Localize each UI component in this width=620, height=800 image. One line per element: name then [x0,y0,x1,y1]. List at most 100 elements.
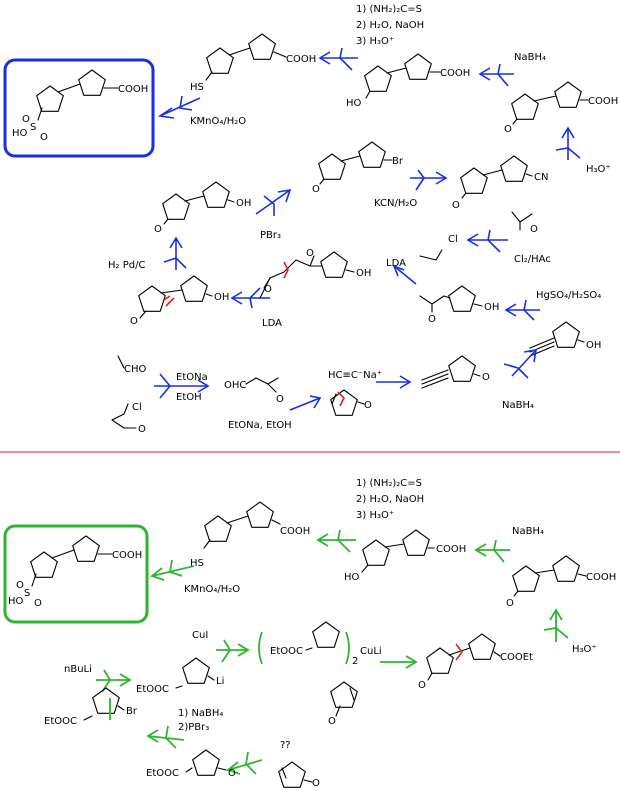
organolithium-etooc-2: EtOOC [136,684,169,695]
arrow-cl2hac-1 [466,229,508,253]
reagent-acetylide-1: HC≡C⁻Na⁺ [328,370,382,381]
chloroacetone-bottom-o-1: O [138,424,146,435]
methylketone-oh-1: OH [484,302,499,313]
bromide-br-1: Br [392,156,404,167]
arrow-h3o-1 [555,126,581,160]
alcohol-ho-1: HO [346,98,362,109]
cuprate-culi-2: CuLi [360,646,382,657]
enone-molecule-1: OH O [130,275,229,327]
ketoester2-o-2: O [228,768,236,779]
reagent-pbr3-1: PBr₃ [260,230,281,241]
arrow-oxidation-1 [157,95,201,119]
arrow-h3o-2 [543,608,569,642]
bromoester-molecule-2: EtOOC Br [44,687,138,727]
reagent-nabh4-top-1: NaBH₄ [514,52,546,63]
chloroacetone-top-molecule-1: O Cl [419,211,538,261]
sat-alcohol-o-1: O [154,224,162,235]
organolithium-molecule-2: EtOOC Li [136,657,224,695]
sulfonic-o1-2: O [16,580,24,591]
reagent-etona-etoh-1: EtONa, EtOH [228,420,292,431]
arrow-nabh4-2 [474,539,510,563]
alkyne-ketone-o-1: O [482,372,490,383]
arrow-thiourea-2 [316,529,356,553]
reagent-cui-2: CuI [192,630,208,641]
arrow-lda-right-1 [392,264,417,285]
cuprate-etooc-2: EtOOC [270,646,303,657]
alkyne-ketone-molecule-1: O [421,355,490,389]
bromoester-br-2: Br [126,706,138,717]
alcohol-cooh-2: COOH [436,544,466,555]
thiourea-step-2-2: 2) H₂O, NaOH [356,494,424,505]
diketone-o2-1: O [306,248,314,259]
reagent-oxidation-1: KMnO₄/H₂O [190,116,246,127]
ketoester-cooet-2: COOEt [500,652,533,663]
diketone-o1-1: O [264,284,272,295]
reagent-h2pdc-1: H₂ Pd/C [108,260,145,271]
route-2: COOH S O O HO COOH HS KMnO₄/H₂O 1) (NH₂)… [3,478,616,789]
acetaldehyde-molecule-1: CHO [117,355,147,375]
cuprate-sub2-2: 2 [352,656,358,667]
cyclopentenone2-molecule-2: O [278,761,320,789]
ketoaldehyde-molecule-1: OHC O [224,377,284,405]
arrow-hgso4-1 [504,299,540,321]
arrow-nabh4-top-1 [478,63,514,87]
nitrile-cn-1: CN [534,172,548,183]
arrow-acetylide-1 [376,375,412,389]
thiourea-step-1: 1) (NH₂)₂C=S [356,4,422,15]
thiourea-step-2: 2) H₂O, NaOH [356,20,424,31]
diketone-molecule-1: O O OH [259,248,371,299]
arrow-h2pdc-1 [163,236,187,270]
reagent-h3o-1: H₃O⁺ [586,164,611,175]
arrow-nabh4-pbr3-2 [146,725,185,749]
sulfonic-s-2: S [24,588,30,599]
enone-oh-1: OH [214,292,229,303]
alkyne-alcohol-molecule-1: OH [529,321,601,357]
ketoester-o-2: O [418,680,426,691]
reagent-oxidation-2: KMnO₄/H₂O [184,584,240,595]
route-1: COOH S O O HO COOH HS KMnO₄/H₂O 1) (NH₂)… [3,4,618,435]
acetaldehyde-cho-1: CHO [124,364,147,375]
reagent-etoh-1: EtOH [176,392,202,403]
methylketone-molecule-1: O OH [419,285,499,325]
chloroacetone-bottom-molecule-1: Cl O [111,402,146,435]
arrow-kcn-1 [410,169,448,191]
alcohol-ho-2: HO [344,572,360,583]
target-cooh-1: COOH [118,84,148,95]
thiol-hs-1: HS [190,82,204,93]
cyclopentenone-molecule-2: O [328,681,358,727]
thiol-cooh-1: COOH [286,54,316,65]
organolithium-li-2: Li [216,676,224,687]
thiourea-step-2-3: 3) H₃O⁺ [356,510,394,521]
reagent-h3o-2: H₃O⁺ [572,644,597,655]
arrow-unknown-2 [226,751,263,775]
sulfonic-o2-1: O [40,132,48,143]
thiourea-step-2-1: 1) (NH₂)₂C=S [356,478,422,489]
ketoacid-cooh-2: COOH [586,572,616,583]
alcohol-molecule-1: COOH HO [346,53,470,109]
reagent-step-nabh4-2: 1) NaBH₄ [178,708,223,719]
sulfonic-o2-2: O [34,598,42,609]
reagent-unknown-2: ?? [280,740,291,751]
bromoester-etooc-2: EtOOC [44,716,77,727]
chloroacetone-bottom-cl-1: Cl [132,402,142,413]
arrow-lda-left-1 [230,287,270,309]
ketoaldehyde-ohc-1: OHC [224,380,246,391]
cuprate-molecule-2: EtOOC 2 CuLi [258,621,382,667]
ketoacid-o-1: O [504,124,512,135]
cyclopentenone-o-1: O [364,400,372,411]
diketone-oh-1: OH [356,268,371,279]
chloroacetone-top-cl-1: Cl [448,234,458,245]
reagent-nbuli-2: nBuLi [64,664,92,675]
reagent-kcn-1: KCN/H₂O [374,198,417,209]
methylketone-o-1: O [428,314,436,325]
arrow-thiourea-1 [318,47,358,71]
cyclopentenone-molecule-1: O [330,389,372,416]
bromide-o-1: O [312,184,320,195]
ketoacid-molecule-2: COOH O [506,555,616,609]
ketoacid-molecule-1: COOH O [504,81,618,135]
ketoester2-molecule-2: EtOOC O [146,749,236,779]
alkyne-alcohol-oh-1: OH [586,340,601,351]
reagent-nabh4-bottom-1: NaBH₄ [502,400,534,411]
alcohol-cooh-1: COOH [440,68,470,79]
cyclopentenone-o-2: O [328,716,336,727]
